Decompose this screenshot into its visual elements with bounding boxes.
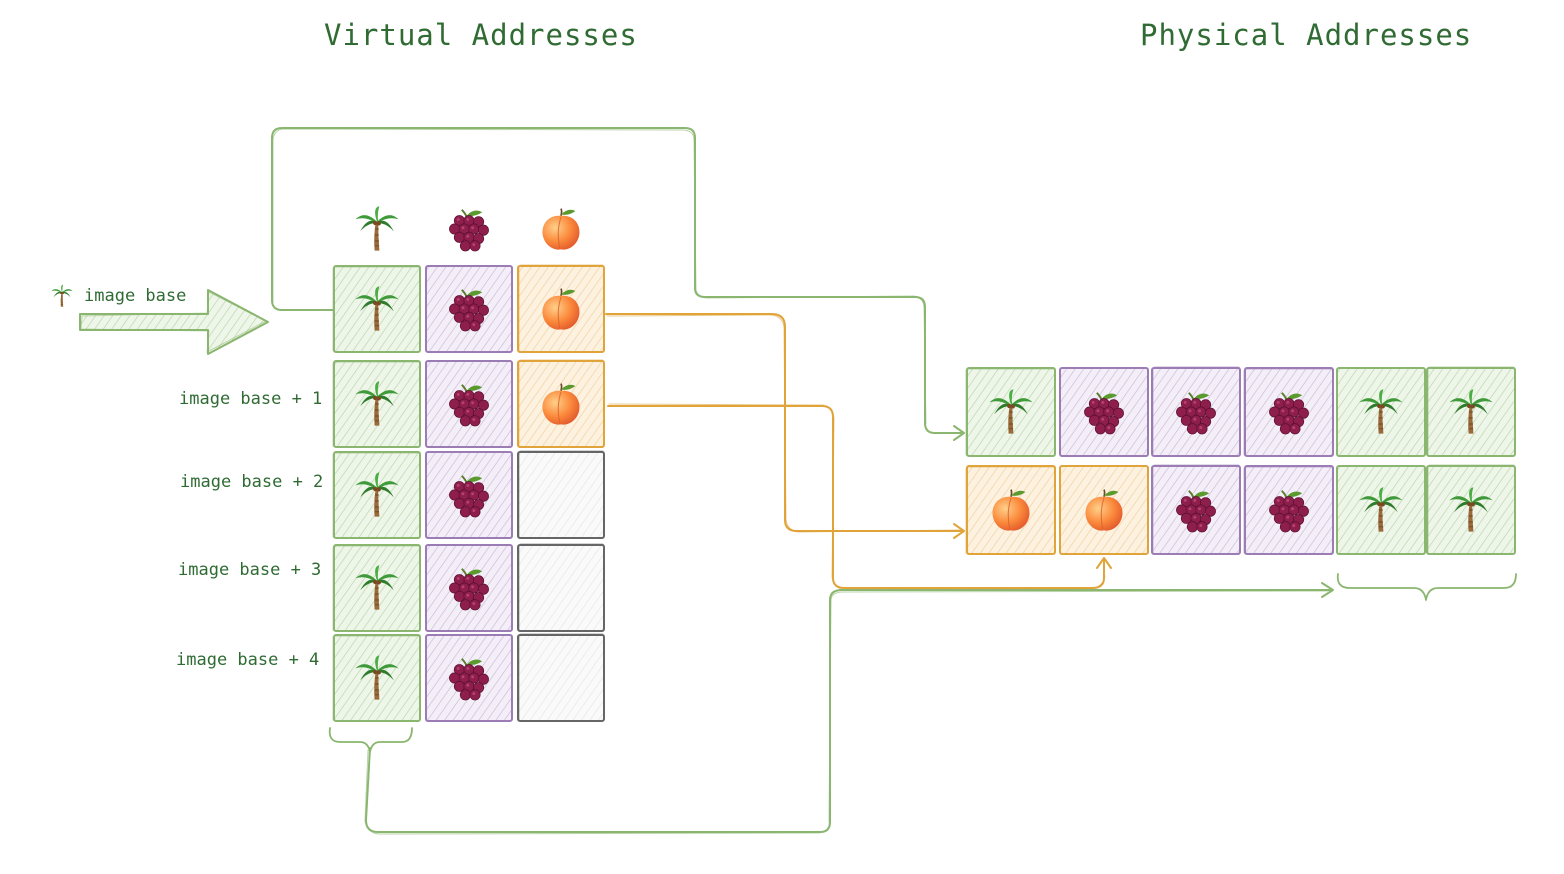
virtual-cell-r1-c1 [425, 360, 513, 448]
virtual-addresses-title: Virtual Addresses [324, 18, 638, 52]
physical-cell-r1-c3 [1243, 465, 1334, 555]
physical-cell-r0-c3 [1243, 367, 1334, 457]
physical-cell-r0-c1 [1059, 367, 1149, 457]
palm-tree-icon [50, 284, 74, 308]
arrowhead-peach-1 [1096, 557, 1112, 569]
virtual-cell-r4-c2 [517, 633, 605, 722]
virtual-cell-r3-c1 [425, 544, 513, 632]
physical-cell-r1-c5 [1426, 464, 1516, 555]
arrowhead-peach-0 [953, 523, 965, 539]
physical-cell-r0-c4 [1336, 367, 1426, 457]
virtual-cell-r0-c2 [517, 264, 605, 353]
virtual-cell-r0-c1 [425, 265, 513, 353]
column-header-grapes-icon [448, 208, 490, 252]
virtual-palm-brace [328, 727, 413, 753]
physical-cell-r0-c2 [1151, 366, 1241, 457]
virtual-cell-r4-c0 [332, 634, 421, 722]
image-base-label: image base [84, 286, 187, 306]
column-header-peach-icon [541, 207, 581, 251]
physical-cell-r1-c0 [965, 465, 1056, 555]
virtual-cell-r1-c0 [332, 360, 421, 448]
column-header-palm-tree-icon [354, 205, 400, 252]
virtual-cell-r2-c2 [517, 450, 605, 539]
virtual-cell-r2-c1 [425, 451, 513, 539]
arrowhead-palm [953, 425, 965, 441]
virtual-cell-r1-c2 [517, 359, 605, 448]
physical-cell-r1-c2 [1151, 464, 1241, 555]
physical-palm-brace [1336, 573, 1517, 601]
image-base-arrow [79, 289, 269, 355]
physical-cell-r0-c0 [965, 367, 1056, 457]
virtual-cell-r0-c0 [332, 265, 421, 353]
row-label-1: image base + 1 [179, 389, 323, 409]
physical-addresses-title: Physical Addresses [1140, 18, 1473, 52]
arrowhead-palm-brace [1321, 582, 1334, 598]
physical-cell-r1-c1 [1059, 465, 1149, 555]
physical-cell-r0-c5 [1426, 366, 1516, 457]
row-label-2: image base + 2 [180, 472, 324, 492]
physical-cell-r1-c4 [1336, 465, 1426, 555]
row-label-3: image base + 3 [178, 560, 322, 580]
virtual-cell-r3-c0 [332, 544, 421, 632]
row-label-4: image base + 4 [176, 650, 320, 670]
virtual-cell-r2-c0 [332, 451, 421, 539]
virtual-cell-r4-c1 [425, 634, 513, 722]
virtual-cell-r3-c2 [517, 543, 605, 632]
